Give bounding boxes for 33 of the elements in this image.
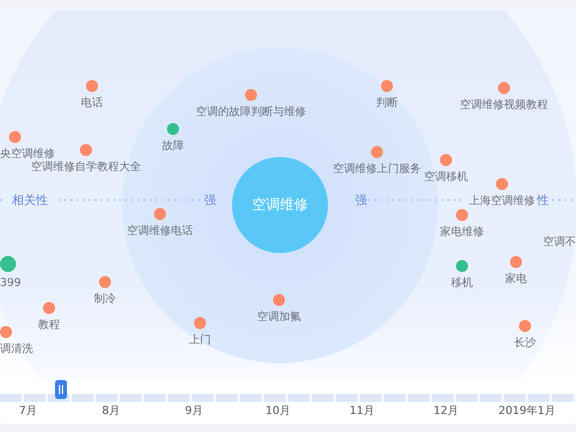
keyword-label: 空调加氟	[257, 311, 301, 323]
keyword-label: 上门	[189, 334, 211, 346]
keyword-label: 教程	[38, 319, 60, 331]
month-label: 2019年1月	[498, 404, 556, 418]
keyword-label: 空调维修上门服务	[333, 163, 421, 175]
keyword-label: 故障	[162, 140, 184, 152]
keyword-label: 制冷	[94, 293, 116, 305]
scale-label: 相关性	[12, 193, 48, 207]
month-label: 8月	[102, 404, 120, 418]
month-label: 12月	[434, 404, 458, 418]
keyword-label: 空调维修电话	[127, 225, 193, 237]
keyword-label: 长沙	[514, 337, 536, 349]
keyword-label: 判断	[376, 97, 398, 109]
month-label: 11月	[350, 404, 374, 418]
keyword-label: 上海空调维修	[469, 195, 535, 207]
month-label: 10月	[266, 404, 290, 418]
scale-label: 强	[355, 193, 367, 207]
keyword-label: 调清洗	[0, 343, 33, 355]
keyword-label: 家电	[505, 273, 527, 285]
keyword-label: 空调不	[543, 236, 576, 248]
scale-label: 性	[537, 193, 549, 207]
keyword-label: 移机	[451, 277, 473, 289]
keyword-label: 央空调维修	[0, 148, 55, 160]
keyword-label: 空调移机	[424, 171, 468, 183]
month-label: 7月	[19, 404, 37, 418]
keyword-label: 空调维修视频教程	[460, 99, 548, 111]
scale-label: 强	[204, 193, 216, 207]
keyword-label: 399	[0, 277, 21, 289]
keyword-label: 电话	[81, 97, 103, 109]
keyword-label: 空调维修自学教程大全	[31, 161, 141, 173]
keyword-label: 空调的故障判断与维修	[196, 106, 306, 118]
month-label: 9月	[185, 404, 203, 418]
keyword-label: 家电维修	[440, 226, 484, 238]
